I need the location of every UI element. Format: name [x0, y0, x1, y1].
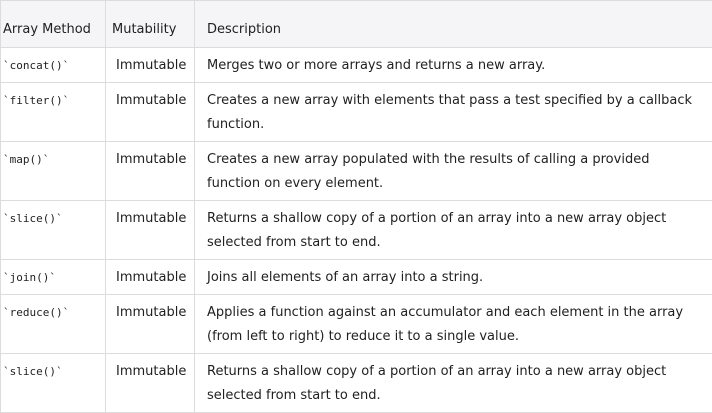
method-cell: `join()` [1, 260, 106, 295]
header-mutability: Mutability [106, 1, 195, 48]
mutability-cell: Immutable [106, 201, 195, 260]
table-row: `map()` Immutable Creates a new array po… [1, 142, 712, 201]
header-description: Description [195, 1, 712, 48]
table-row: `concat()` Immutable Merges two or more … [1, 48, 712, 83]
description-cell: Creates a new array populated with the r… [195, 142, 712, 201]
description-cell: Returns a shallow copy of a portion of a… [195, 354, 712, 413]
table-header: Array Method Mutability Description [1, 1, 712, 48]
method-cell: `map()` [1, 142, 106, 201]
table-row: `slice()` Immutable Returns a shallow co… [1, 354, 712, 413]
method-cell: `filter()` [1, 83, 106, 142]
header-method: Array Method [1, 1, 106, 48]
method-cell: `slice()` [1, 201, 106, 260]
table-row: `filter()` Immutable Creates a new array… [1, 83, 712, 142]
table-row: `slice()` Immutable Returns a shallow co… [1, 201, 712, 260]
description-cell: Returns a shallow copy of a portion of a… [195, 201, 712, 260]
description-cell: Applies a function against an accumulato… [195, 295, 712, 354]
method-cell: `concat()` [1, 48, 106, 83]
mutability-cell: Immutable [106, 142, 195, 201]
mutability-cell: Immutable [106, 260, 195, 295]
description-cell: Creates a new array with elements that p… [195, 83, 712, 142]
header-row: Array Method Mutability Description [1, 1, 712, 48]
table-row: `join()` Immutable Joins all elements of… [1, 260, 712, 295]
table-row: `reduce()` Immutable Applies a function … [1, 295, 712, 354]
table-body: `concat()` Immutable Merges two or more … [1, 48, 712, 413]
mutability-cell: Immutable [106, 83, 195, 142]
method-cell: `reduce()` [1, 295, 106, 354]
mutability-cell: Immutable [106, 354, 195, 413]
mutability-cell: Immutable [106, 295, 195, 354]
description-cell: Merges two or more arrays and returns a … [195, 48, 712, 83]
description-cell: Joins all elements of an array into a st… [195, 260, 712, 295]
mutability-cell: Immutable [106, 48, 195, 83]
method-cell: `slice()` [1, 354, 106, 413]
